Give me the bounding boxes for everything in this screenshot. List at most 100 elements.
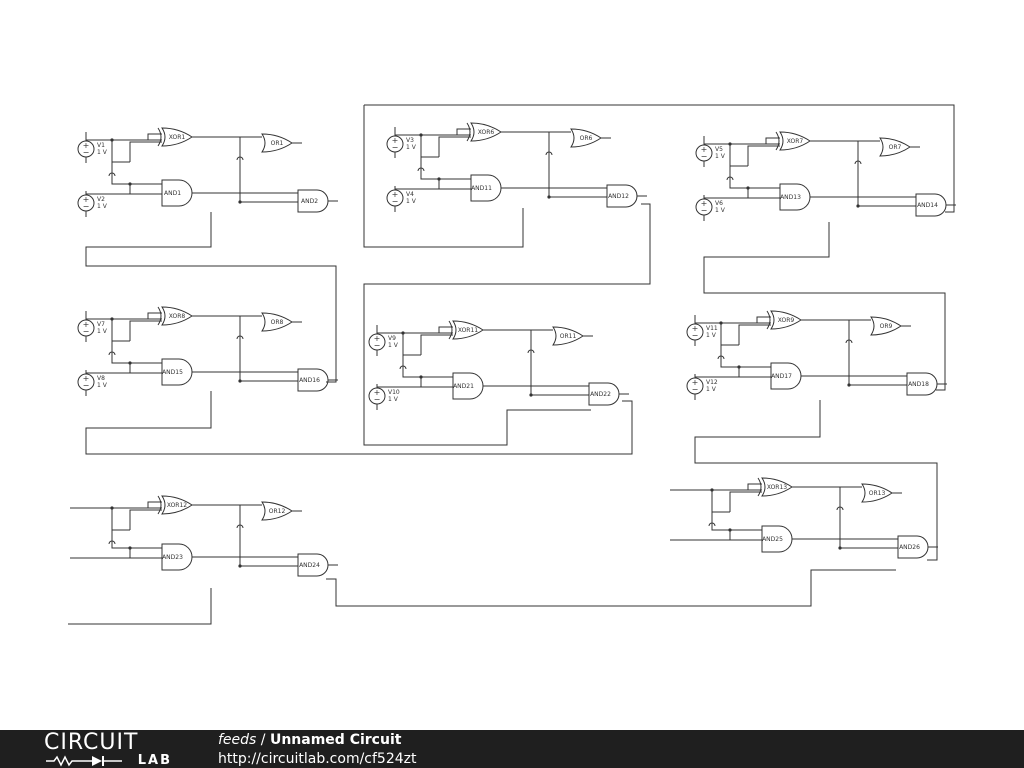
wire-and18-to-and26 — [694, 400, 938, 561]
and-gate-b-label: AND22 — [590, 391, 611, 398]
wire-and14-feed — [703, 222, 946, 391]
source-9-name: V9 — [388, 335, 396, 342]
circuitlab-logo[interactable]: CIRCUIT LAB — [44, 732, 174, 768]
or-gate-label: OR6 — [580, 135, 593, 142]
and-a-in-1 — [711, 512, 762, 531]
source-3[interactable]: +−V31 V — [386, 132, 417, 158]
source-2[interactable]: +−V21 V — [77, 191, 108, 217]
xor-in-2 — [747, 145, 780, 166]
junction-dot — [437, 177, 441, 181]
wire-and22-out — [85, 391, 633, 455]
xor-gate[interactable] — [161, 306, 193, 326]
source-4[interactable]: +−V41 V — [386, 186, 417, 212]
xor-gate[interactable] — [161, 495, 193, 515]
wire-crossover — [108, 351, 116, 356]
and-gate-a[interactable] — [452, 372, 484, 400]
minus-sign: − — [374, 341, 381, 350]
and-a-in-2 — [129, 548, 162, 559]
source-1-value: 1 V — [97, 149, 108, 156]
or-gate-label: OR8 — [271, 319, 284, 326]
xor-gate[interactable] — [161, 127, 193, 147]
or-gate-label: OR1 — [271, 140, 284, 147]
wire-crossover — [236, 524, 244, 529]
junction-dot — [401, 331, 405, 335]
source-9-value: 1 V — [388, 342, 399, 349]
and-gate-b[interactable] — [606, 184, 638, 208]
source-7[interactable]: +−V71 V — [77, 316, 108, 342]
xor-gate[interactable] — [761, 477, 793, 497]
and-gate-b[interactable] — [897, 535, 929, 559]
xor-a-branch — [729, 144, 748, 167]
and-a-in-1 — [111, 341, 162, 364]
voltage-source-icon — [386, 135, 404, 153]
and-gate-a[interactable] — [161, 543, 193, 571]
source-8[interactable]: +−V81 V — [77, 370, 108, 396]
xor-a-branch — [111, 140, 130, 163]
source-3-value: 1 V — [406, 144, 417, 151]
junction-dot — [419, 375, 423, 379]
and-gate-b[interactable] — [588, 382, 620, 406]
voltage-source-icon — [77, 140, 95, 158]
and-gate-a[interactable] — [161, 358, 193, 386]
junction-dot — [110, 138, 114, 142]
source-5-name: V5 — [715, 146, 723, 153]
or-gate[interactable] — [570, 128, 602, 148]
feeds-link[interactable]: feeds — [218, 732, 257, 748]
source-6[interactable]: +−V61 V — [695, 195, 726, 221]
wire-crossover — [236, 335, 244, 340]
and-gate-a[interactable] — [161, 179, 193, 207]
and-gate-a-label: AND25 — [762, 536, 783, 543]
and-gate-a-label: AND1 — [164, 190, 181, 197]
or-gate[interactable] — [870, 316, 902, 336]
xor-gate-input-arc — [775, 131, 780, 151]
xor-in-1 — [147, 501, 162, 508]
junction-dot — [710, 488, 714, 492]
source-5[interactable]: +−V51 V — [695, 141, 726, 167]
source-12-name: V12 — [706, 379, 718, 386]
and-gate-b[interactable] — [906, 372, 938, 396]
circuit-url[interactable]: http://circuitlab.com/cf524zt — [218, 751, 417, 767]
source-5-value: 1 V — [715, 153, 726, 160]
xor-gate-input-arc — [466, 122, 471, 142]
or-gate[interactable] — [261, 312, 293, 332]
and-gate-b[interactable] — [297, 553, 329, 577]
xor-gate[interactable] — [452, 320, 484, 340]
xor-gate[interactable] — [770, 310, 802, 330]
junction-dot — [419, 133, 423, 137]
and-gate-b[interactable] — [297, 189, 329, 213]
and-gate-b[interactable] — [297, 368, 329, 392]
or-gate[interactable] — [879, 137, 911, 157]
and-gate-a[interactable] — [770, 362, 802, 390]
xor-in-1 — [147, 133, 162, 140]
or-gate[interactable] — [861, 483, 893, 503]
minus-sign: − — [374, 395, 381, 404]
xor-in-1 — [147, 312, 162, 319]
junction-dot — [746, 186, 750, 190]
source-1[interactable]: +−V11 V — [77, 137, 108, 163]
xor-gate[interactable] — [470, 122, 502, 142]
and-gate-a[interactable] — [779, 183, 811, 211]
or-gate[interactable] — [552, 326, 584, 346]
xor-gate-input-arc — [157, 306, 162, 326]
inter-module-wiring — [68, 104, 955, 625]
and-gate-a-label: AND17 — [771, 373, 792, 380]
xor-in-2 — [129, 320, 162, 341]
and-gate-a[interactable] — [761, 525, 793, 553]
or-gate[interactable] — [261, 501, 293, 521]
source-12-value: 1 V — [706, 386, 717, 393]
xor-gate[interactable] — [779, 131, 811, 151]
source-4-name: V4 — [406, 191, 414, 198]
source-9[interactable]: +−V91 V — [368, 330, 399, 356]
xor-gate-label: XOR12 — [167, 502, 187, 509]
junction-dot — [128, 182, 132, 186]
or-gate[interactable] — [261, 133, 293, 153]
plus-sign: + — [83, 195, 90, 204]
and-gate-b[interactable] — [915, 193, 947, 217]
and-gate-a[interactable] — [470, 174, 502, 202]
